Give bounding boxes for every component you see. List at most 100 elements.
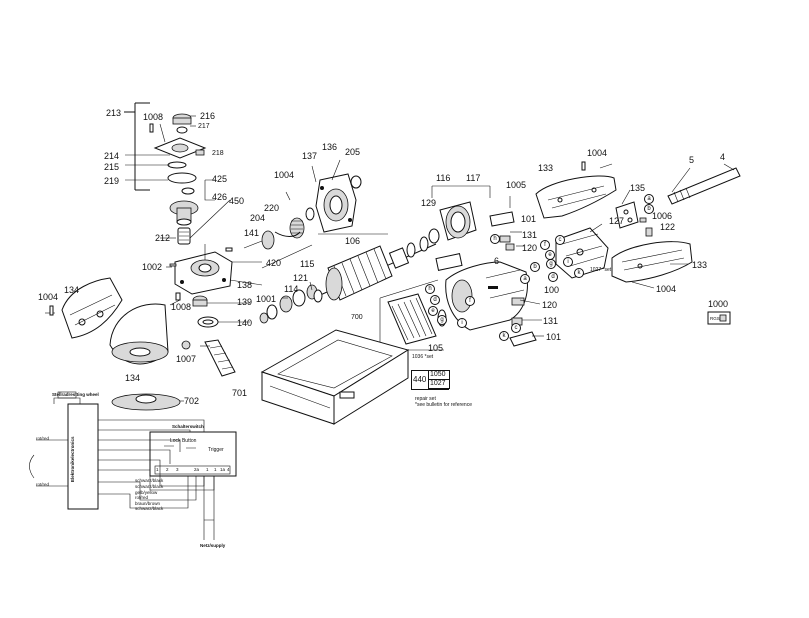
gear-housing (174, 244, 263, 295)
callout-letter: b (644, 204, 654, 214)
wiring-speed-wheel: Stellradrestting wheel (52, 392, 99, 397)
part-label: 1006 (652, 211, 673, 221)
part-label: 106 (345, 236, 361, 246)
wire-label: braun/brown (135, 501, 161, 506)
part-label: 426 (212, 192, 228, 202)
part-label: 1004 (587, 148, 608, 158)
small-hardware (49, 123, 191, 350)
part-label: 131 (543, 316, 559, 326)
switch-terminal: 1a (220, 467, 226, 472)
part-label: 141 (244, 228, 260, 238)
callout-letter: k (574, 268, 584, 278)
wire-label: schwarz/black (135, 506, 164, 511)
part-label: 450 (229, 196, 245, 206)
carry-case-700 (260, 329, 410, 425)
part-label: 1004 (274, 170, 295, 180)
part-label: 220 (264, 203, 280, 213)
part-label: 425 (212, 174, 228, 184)
note-set-1036: 1036 *set (412, 354, 434, 360)
wire-label: rot/red (135, 495, 149, 500)
part-label: 1001 (256, 294, 277, 304)
part-label: 204 (250, 213, 266, 223)
part-label: 701 (232, 388, 248, 398)
callout-letter: h (425, 284, 435, 294)
part-label: 114 (284, 284, 299, 294)
callout-letter: g (437, 315, 447, 325)
callout-letter: a (644, 194, 654, 204)
switch-terminal: 2a (194, 467, 200, 472)
baffle-129 (428, 201, 477, 244)
callout-letter: e (428, 306, 438, 316)
part-label: 1000 (708, 299, 729, 309)
part-label: 133 (538, 163, 554, 173)
switch-terminal: 3 (176, 467, 179, 472)
note-bulletin: *see bulletin for reference (415, 402, 472, 408)
callout-letter: k (499, 331, 509, 341)
part-label: 213 (106, 108, 122, 118)
spindle-assembly (169, 199, 231, 245)
callout-letter: i (457, 318, 467, 328)
part-label: 115 (300, 259, 315, 269)
part-label: 215 (104, 162, 120, 172)
part-label: 138 (237, 280, 253, 290)
part-label: 1005 (506, 180, 527, 190)
guard-134-lower (109, 299, 181, 365)
callout-letter: c (555, 235, 565, 245)
part-label: 135 (630, 183, 646, 193)
part-label: 1004 (38, 292, 59, 302)
bearing-flange-136 (285, 173, 362, 233)
wire-label: schwarz/black (135, 484, 164, 489)
switch-terminal: 2 (166, 467, 169, 472)
part-label: 420 (266, 258, 282, 268)
switch-terminal: 1 (214, 467, 217, 472)
kit-icon-1000 (707, 311, 731, 325)
wiring-lock-button: Lock Button (170, 438, 197, 444)
note-set-1027: 1027 *set (590, 267, 612, 273)
part-label: 117 (466, 173, 481, 183)
power-cord (667, 163, 741, 205)
part-label: 139 (237, 297, 253, 307)
callout-letter: a (520, 274, 530, 284)
leader-lines (125, 115, 688, 337)
motor-housing-100 (445, 261, 528, 331)
part-label: 217 (198, 123, 210, 130)
part-label: 134 (125, 373, 141, 383)
callout-letter: d (548, 272, 558, 282)
wiring-rot-red-top: rot/red (36, 436, 50, 441)
part-label: 1007 (176, 354, 197, 364)
part-label: 137 (302, 151, 318, 161)
wire-label: schwarz/black (135, 478, 164, 483)
part-label: 6 (494, 256, 500, 266)
part-label: 127 (609, 216, 625, 226)
bracket-213-line (124, 102, 150, 191)
part-label: 100 (544, 285, 560, 295)
backing-pad-702 (111, 393, 184, 411)
part-label: 4 (720, 152, 726, 162)
callout-letter: h (490, 234, 500, 244)
part-label: 214 (104, 151, 120, 161)
callout-letter: i (563, 257, 573, 267)
part-label: 134 (64, 285, 80, 295)
bracket-425-line (204, 179, 215, 201)
wiring-switch-title: Schalterswitch (172, 424, 204, 429)
guard-134 (45, 277, 123, 339)
part-label: 440 (413, 375, 427, 384)
stator-105 (379, 279, 447, 351)
wiring-rot-red-bottom: rot/red (36, 482, 50, 487)
handle-housing-133-top (535, 161, 617, 219)
bearing-parts (192, 284, 318, 328)
brush-parts-lower (509, 297, 537, 347)
callout-letter: g (546, 259, 556, 269)
part-label: 5 (689, 155, 695, 165)
switch-terminal: 4 (227, 467, 230, 472)
wire-label: gelb/yellow (135, 490, 158, 495)
part-label: 120 (522, 243, 538, 253)
wiring-diagram (29, 391, 237, 540)
part-label: 1008 (143, 112, 164, 122)
callout-letter: b (530, 262, 540, 272)
kit-label-text: RGS (710, 316, 720, 321)
part-label: 120 (542, 300, 558, 310)
note-repair-set: repair set (415, 396, 436, 402)
callout-letter: f (540, 240, 550, 250)
